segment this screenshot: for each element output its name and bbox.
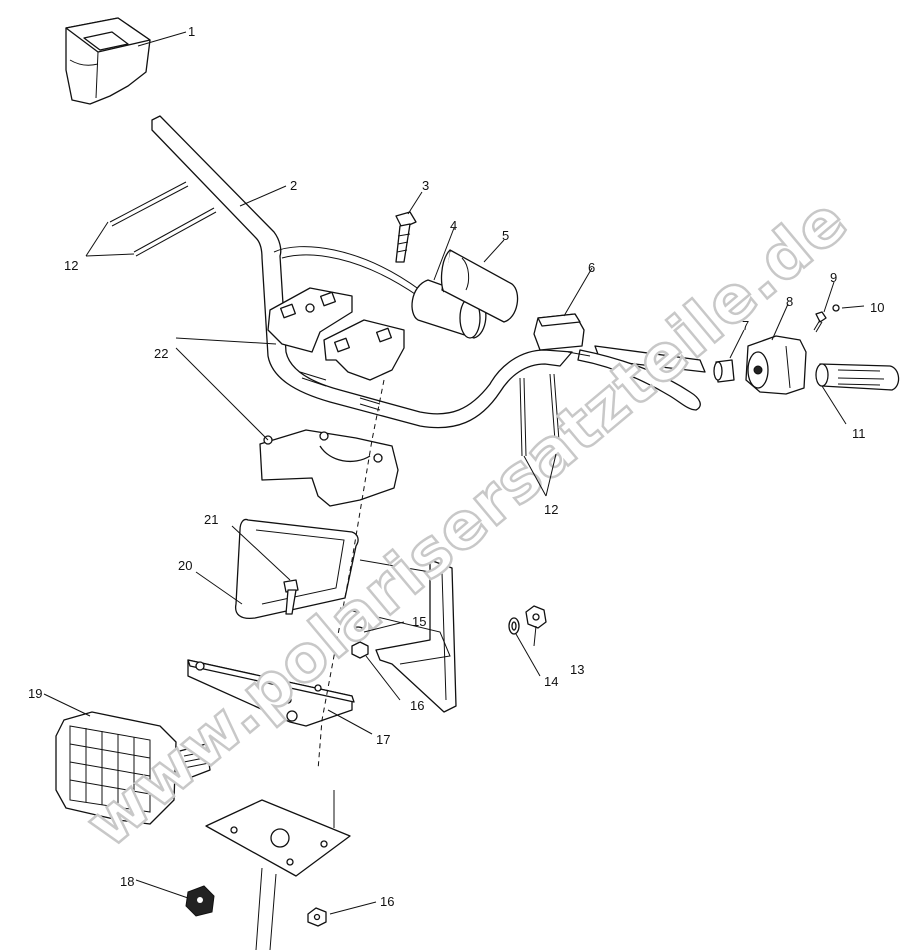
callout-13: 13: [570, 662, 584, 677]
assembly-centerline: [317, 379, 385, 771]
callout-6: 6: [588, 260, 595, 275]
callout-22: 22: [154, 346, 168, 361]
callout-5: 5: [502, 228, 509, 243]
part-6-brake-lever-assembly: [533, 313, 701, 411]
mounting-plate: [205, 790, 351, 950]
part-14-lock-washer: [508, 617, 520, 635]
part-2-handlebar: [151, 115, 706, 429]
callout-12-left: 12: [64, 258, 78, 273]
part-3-bolt: [395, 211, 417, 263]
callout-16-upper: 16: [410, 698, 424, 713]
part-13-nut: [525, 605, 547, 629]
callout-2: 2: [290, 178, 297, 193]
callout-19: 19: [28, 686, 42, 701]
callout-20: 20: [178, 558, 192, 573]
callout-21: 21: [204, 512, 218, 527]
callout-11: 11: [852, 426, 866, 441]
callout-15: 15: [412, 614, 426, 629]
leader-lines: [43, 31, 865, 915]
callout-12-right: 12: [544, 502, 558, 517]
part-10-washer: [832, 304, 840, 312]
part-16-nut-upper: [351, 641, 369, 659]
part-20-headlight-guard: [234, 518, 457, 713]
part-8-throttle-housing: [745, 335, 807, 395]
callout-4: 4: [450, 218, 457, 233]
callout-9: 9: [830, 270, 837, 285]
part-9-screw: [813, 311, 827, 333]
part-1-handlebar-cover: [65, 17, 151, 105]
part-19-headlight: [55, 711, 215, 825]
part-17-mounting-bracket: [187, 659, 355, 727]
callout-16-lower: 16: [380, 894, 394, 909]
callout-labels: 1 2 3 4 5 6 7 8 9 10 11 12 12 13 14 15 1…: [28, 24, 884, 909]
part-7-spacer: [713, 359, 735, 383]
callout-14: 14: [544, 674, 558, 689]
part-21-bolt: [283, 579, 299, 615]
callout-7: 7: [742, 318, 749, 333]
callout-1: 1: [188, 24, 195, 39]
part-12-cable-ties-right: [519, 373, 561, 457]
callout-17: 17: [376, 732, 390, 747]
callout-18: 18: [120, 874, 134, 889]
part-16-nut-lower: [307, 907, 327, 927]
part-22-clamp-upper: [267, 287, 405, 381]
callout-3: 3: [422, 178, 429, 193]
callout-8: 8: [786, 294, 793, 309]
part-12-cable-ties-left: [109, 181, 217, 257]
part-18-clip: [185, 885, 215, 917]
part-11-hand-grip: [815, 363, 900, 391]
part-5-pad: [440, 249, 519, 323]
part-22-clamp-lower: [259, 429, 399, 507]
callout-10: 10: [870, 300, 884, 315]
